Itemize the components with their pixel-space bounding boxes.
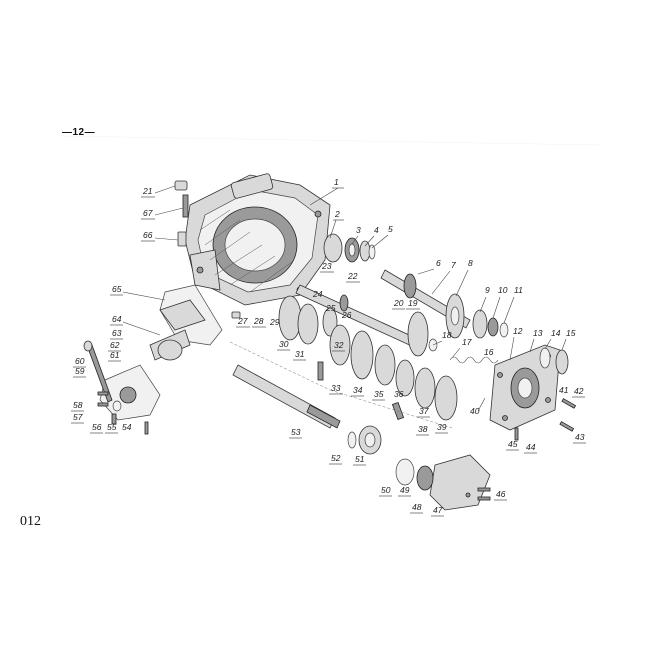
callout-56: 56 bbox=[92, 422, 102, 432]
callout-66: 66 bbox=[143, 230, 153, 240]
sheet-code: 012 bbox=[20, 514, 41, 529]
callout-10: 10 bbox=[498, 285, 508, 295]
callout-36: 36 bbox=[394, 389, 404, 399]
callout-9: 9 bbox=[485, 285, 490, 295]
callout-29: 29 bbox=[269, 317, 280, 327]
gearbox-housing bbox=[184, 173, 331, 306]
callout-45: 45 bbox=[508, 439, 518, 449]
callout-22: 22 bbox=[347, 271, 358, 281]
callout-52: 52 bbox=[331, 453, 341, 463]
callout-23: 23 bbox=[321, 261, 332, 271]
callout-58: 58 bbox=[73, 400, 83, 410]
callout-31: 31 bbox=[295, 349, 305, 359]
callout-32: 32 bbox=[334, 340, 344, 350]
output-shaft bbox=[232, 364, 341, 429]
callout-44: 44 bbox=[526, 442, 536, 452]
callout-39: 39 bbox=[437, 422, 447, 432]
callout-38: 38 bbox=[418, 424, 428, 434]
callout-27: 27 bbox=[237, 316, 248, 326]
callout-42: 42 bbox=[574, 386, 584, 396]
callout-18: 18 bbox=[442, 330, 452, 340]
lower-cover-parts bbox=[347, 425, 491, 511]
callout-3: 3 bbox=[356, 225, 361, 235]
callout-47: 47 bbox=[433, 505, 443, 515]
layshaft-gears bbox=[278, 284, 458, 421]
end-cover-fittings bbox=[514, 347, 577, 441]
callout-6: 6 bbox=[436, 258, 441, 268]
callout-37: 37 bbox=[419, 406, 429, 416]
callout-4: 4 bbox=[374, 225, 379, 235]
callout-55: 55 bbox=[107, 422, 117, 432]
callout-54: 54 bbox=[122, 422, 132, 432]
callout-17: 17 bbox=[462, 337, 472, 347]
callout-41: 41 bbox=[559, 385, 569, 395]
callout-65: 65 bbox=[112, 284, 122, 294]
callout-7: 7 bbox=[451, 260, 456, 270]
callout-11: 11 bbox=[514, 285, 523, 295]
callout-51: 51 bbox=[355, 454, 365, 464]
callout-48: 48 bbox=[412, 502, 422, 512]
callout-2: 2 bbox=[334, 209, 340, 219]
callout-28: 28 bbox=[253, 316, 264, 326]
callout-21: 21 bbox=[142, 186, 153, 196]
callout-50: 50 bbox=[381, 485, 391, 495]
callout-60: 60 bbox=[75, 356, 85, 366]
callout-61: 61 bbox=[110, 350, 120, 360]
callout-20: 20 bbox=[393, 298, 404, 308]
callout-14: 14 bbox=[551, 328, 561, 338]
callout-19: 19 bbox=[408, 298, 418, 308]
callout-1: 1 bbox=[334, 177, 339, 187]
callout-15: 15 bbox=[566, 328, 576, 338]
callout-labels: 1 2 3 4 5 6 7 8 9 10 11 12 13 14 15 16 1… bbox=[71, 177, 586, 517]
alignment-lines bbox=[59, 135, 601, 429]
callout-62: 62 bbox=[110, 340, 120, 350]
callout-57: 57 bbox=[73, 412, 83, 422]
callout-35: 35 bbox=[374, 389, 384, 399]
input-bearing-stack bbox=[323, 233, 376, 263]
callout-12: 12 bbox=[513, 326, 523, 336]
callout-33: 33 bbox=[331, 383, 341, 393]
callout-34: 34 bbox=[353, 385, 363, 395]
callout-46: 46 bbox=[496, 489, 506, 499]
main-shaft-assembly bbox=[380, 269, 509, 339]
callout-40: 40 bbox=[470, 406, 480, 416]
callout-64: 64 bbox=[112, 314, 122, 324]
callout-5: 5 bbox=[388, 224, 393, 234]
callout-24: 24 bbox=[312, 289, 323, 299]
housing-fittings bbox=[174, 180, 189, 247]
page-number: —12— bbox=[62, 127, 96, 138]
callout-13: 13 bbox=[533, 328, 543, 338]
callout-59: 59 bbox=[75, 366, 85, 376]
left-cover-and-selector bbox=[83, 284, 241, 435]
callout-16: 16 bbox=[484, 347, 494, 357]
spring bbox=[449, 356, 499, 364]
callout-25: 25 bbox=[325, 303, 336, 313]
callout-26: 26 bbox=[341, 310, 352, 320]
callout-30: 30 bbox=[279, 339, 289, 349]
callout-49: 49 bbox=[400, 485, 410, 495]
callout-67: 67 bbox=[143, 208, 153, 218]
callout-43: 43 bbox=[575, 432, 585, 442]
callout-53: 53 bbox=[291, 427, 301, 437]
callout-63: 63 bbox=[112, 328, 122, 338]
callout-8: 8 bbox=[468, 258, 473, 268]
